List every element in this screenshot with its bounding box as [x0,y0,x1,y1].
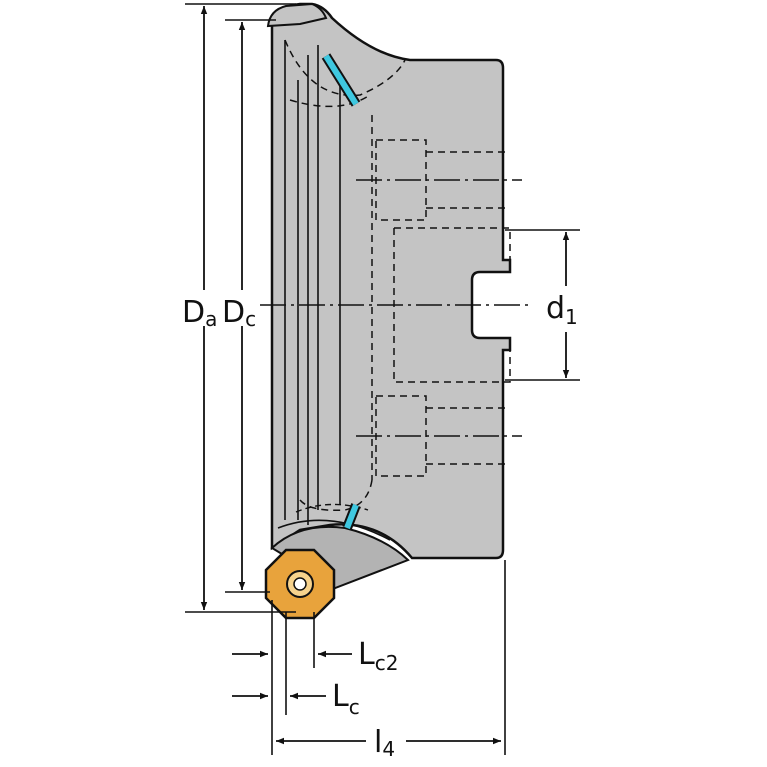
extension-lines [185,3,580,755]
seat-edge-line [277,519,391,541]
label-dc: Dc [222,295,256,331]
coolant-channels [321,53,361,530]
dimension-lines [200,6,570,745]
label-l4: l4 [374,725,395,761]
label-da: Da [182,295,217,331]
label-d1: d1 [546,291,578,329]
seat-hidden-line [295,503,369,513]
center-lines [260,179,530,437]
label-lc2: Lc2 [358,637,398,675]
cutter-body [270,2,512,560]
top-insert [266,2,328,28]
octagonal-insert [264,548,336,620]
label-lc: Lc [332,679,360,719]
insert-seat [270,525,410,592]
flute-lines [284,40,341,525]
